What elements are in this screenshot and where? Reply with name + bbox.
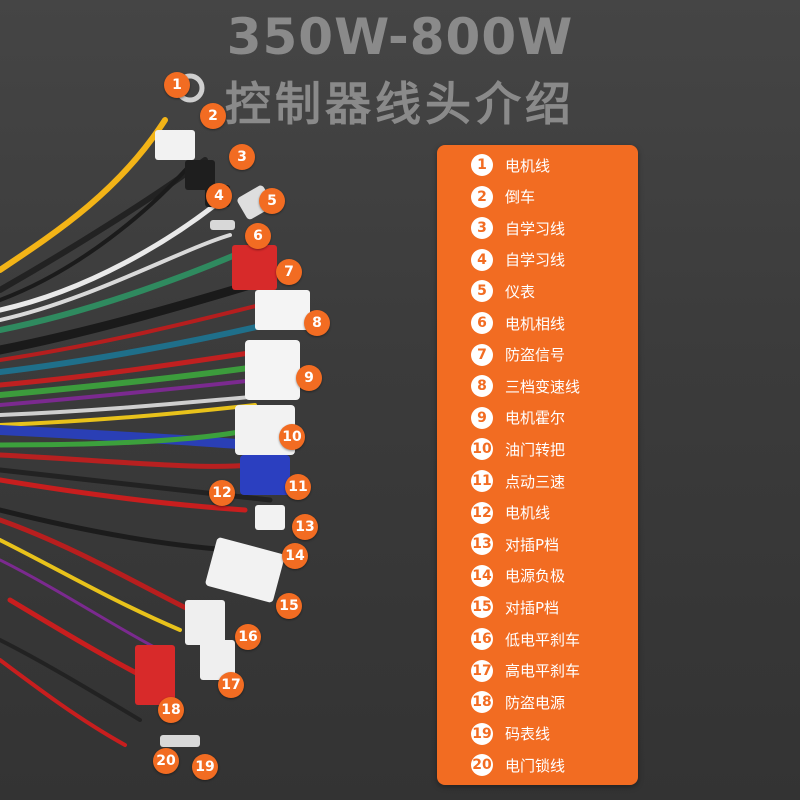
legend-item: 14 电源负极 (437, 563, 565, 589)
legend-number: 12 (471, 501, 493, 524)
callout-13: 13 (292, 514, 318, 540)
legend-label: 电机线 (505, 504, 551, 523)
title-description: 控制器线头介绍 (225, 77, 575, 131)
legend-label: 油门转把 (505, 440, 566, 459)
legend-item: 20 电门锁线 (437, 752, 565, 778)
legend-item: 1 电机线 (437, 152, 550, 178)
legend-number: 17 (471, 659, 493, 682)
callout-18: 18 (158, 697, 184, 723)
legend-item: 12 电机线 (437, 500, 550, 526)
legend-label: 高电平刹车 (505, 662, 581, 681)
callout-14: 14 (282, 543, 308, 569)
legend-label: 电门锁线 (505, 756, 566, 775)
legend-label: 电机霍尔 (505, 409, 566, 428)
legend-number: 6 (471, 312, 493, 334)
legend-number: 1 (471, 154, 493, 176)
legend-number: 7 (471, 343, 493, 366)
legend-number: 9 (471, 406, 493, 429)
callout-6: 6 (245, 223, 271, 249)
legend-label: 点动三速 (505, 472, 566, 491)
legend-item: 3 自学习线 (437, 215, 565, 241)
callout-2: 2 (200, 103, 226, 129)
legend-item: 4 自学习线 (437, 247, 565, 273)
legend-number: 18 (471, 691, 493, 714)
callout-10: 10 (279, 424, 305, 450)
legend-number: 5 (471, 280, 493, 303)
callout-19: 19 (192, 754, 218, 780)
callout-16: 16 (235, 624, 261, 650)
legend-item: 18 防盗电源 (437, 689, 565, 715)
legend-item: 5 仪表 (437, 278, 535, 304)
legend-number: 16 (471, 628, 493, 650)
title-model-range: 350W-800W (226, 8, 574, 66)
legend-number: 20 (471, 754, 493, 777)
legend-item: 17 高电平刹车 (437, 658, 580, 684)
legend-label: 电机相线 (505, 314, 566, 333)
callout-8: 8 (304, 310, 330, 336)
legend-label: 防盗电源 (505, 693, 566, 712)
legend-number: 2 (471, 185, 493, 208)
callout-4: 4 (206, 183, 232, 209)
legend-item: 11 点动三速 (437, 468, 565, 494)
legend-item: 13 对插P档 (437, 531, 559, 557)
legend-number: 4 (471, 248, 493, 271)
legend-item: 16 低电平刹车 (437, 626, 580, 652)
callout-9: 9 (296, 365, 322, 391)
legend-panel: 1 电机线 2 倒车 3 自学习线 4 自学习线 5 仪表 6 电机相线 7 防盗信号 8 三档… (437, 145, 638, 785)
legend-number: 13 (471, 533, 493, 556)
legend-number: 19 (471, 722, 493, 745)
legend-label: 对插P档 (505, 535, 560, 554)
legend-label: 低电平刹车 (505, 630, 581, 649)
legend-item: 8 三档变速线 (437, 373, 580, 399)
legend-item: 9 电机霍尔 (437, 405, 565, 431)
legend-item: 6 电机相线 (437, 310, 565, 336)
legend-number: 8 (471, 375, 493, 398)
legend-number: 15 (471, 596, 493, 619)
callout-11: 11 (285, 474, 311, 500)
legend-item: 2 倒车 (437, 184, 535, 210)
callout-20: 20 (153, 748, 179, 774)
legend-label: 对插P档 (505, 598, 560, 617)
callout-15: 15 (276, 593, 302, 619)
legend-number: 3 (471, 217, 493, 240)
legend-label: 电源负极 (505, 567, 566, 586)
callout-7: 7 (276, 259, 302, 285)
legend-label: 防盗信号 (505, 346, 566, 365)
wiring-harness-photo (0, 73, 310, 747)
legend-label: 倒车 (505, 188, 536, 207)
legend-label: 码表线 (505, 725, 551, 744)
legend-label: 仪表 (505, 282, 536, 301)
legend-item: 7 防盗信号 (437, 342, 565, 368)
callout-17: 17 (218, 672, 244, 698)
legend-number: 11 (471, 470, 493, 492)
legend-label: 三档变速线 (505, 377, 581, 396)
callout-3: 3 (229, 144, 255, 170)
legend-item: 10 油门转把 (437, 436, 565, 462)
legend-number: 10 (471, 438, 493, 461)
legend-label: 自学习线 (505, 251, 566, 270)
callout-1: 1 (164, 72, 190, 98)
legend-number: 14 (471, 564, 493, 587)
legend-item: 19 码表线 (437, 721, 550, 747)
legend-item: 15 对插P档 (437, 594, 559, 620)
callout-5: 5 (259, 188, 285, 214)
legend-label: 电机线 (505, 156, 551, 175)
callout-12: 12 (209, 480, 235, 506)
legend-label: 自学习线 (505, 219, 566, 238)
